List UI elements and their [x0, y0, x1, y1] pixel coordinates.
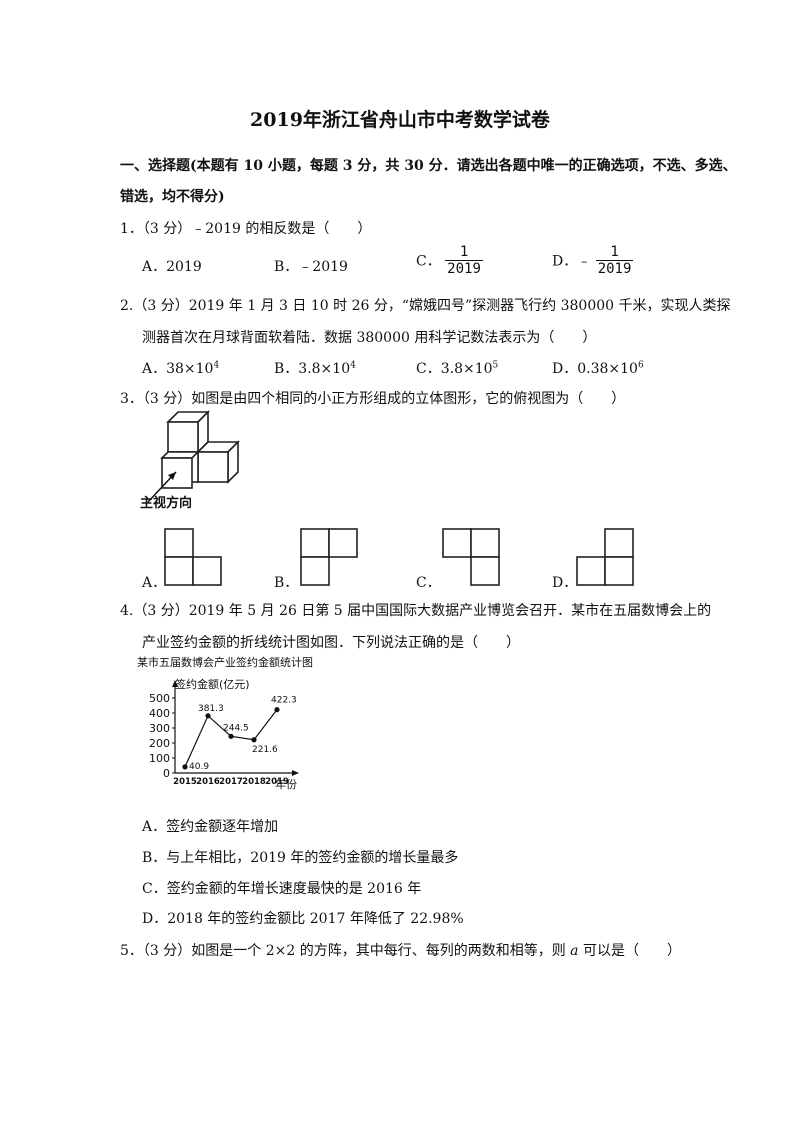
q3-option-d-label: D．: [552, 575, 578, 591]
data-label: 244.5: [223, 723, 249, 733]
q1-option-c: C． 1 2019: [416, 244, 483, 277]
q2-option-a: A．38×104: [142, 358, 219, 378]
option-text: B．3.8×10: [274, 361, 351, 377]
q3-option-d-figure: [576, 528, 634, 586]
page-title: 2019年浙江省舟山市中考数学试卷: [250, 109, 550, 131]
q3-option-c-figure: [442, 528, 500, 586]
q3-option-b-figure: [300, 528, 358, 586]
q1-option-c-label: C．: [416, 253, 441, 270]
q3-option-a-figure: [164, 528, 222, 586]
x-tick-label: 2015: [173, 777, 197, 787]
q2-option-d: D．0.38×106: [552, 358, 644, 378]
q1-option-d: D．﹣ 1 2019: [552, 244, 634, 277]
q1-option-d-label: D．﹣: [552, 253, 592, 270]
q3-view-direction-label: 主视方向: [140, 496, 193, 511]
q2-option-b: B．3.8×104: [274, 358, 356, 378]
data-label: 40.9: [189, 762, 209, 772]
data-point: [228, 733, 234, 739]
x-tick-label: 2019: [265, 777, 289, 787]
section-heading-line2: 错选，均不得分): [120, 189, 225, 205]
data-point: [251, 737, 257, 743]
q2-option-c: C．3.8×105: [416, 358, 498, 378]
data-label: 381.3: [198, 704, 224, 714]
x-tick-label: 2018: [242, 777, 266, 787]
chart-x-axis-label: 年份: [275, 777, 297, 791]
x-axis-arrow-icon: [292, 770, 299, 776]
q3-cube-figure: [147, 410, 240, 503]
data-point: [182, 764, 188, 770]
data-point: [274, 707, 280, 713]
option-text: C．3.8×10: [416, 361, 493, 377]
cube-right: [196, 440, 240, 484]
fraction-denominator: 2019: [445, 260, 483, 277]
q1-stem: 1．（3 分）﹣2019 的相反数是（ ）: [120, 221, 372, 237]
exponent: 6: [637, 360, 644, 371]
chart-y-axis-label: 签约金额(亿元): [175, 677, 250, 691]
q4-option-a: A．签约金额逐年增加: [142, 819, 279, 835]
y-tick-label: 300: [149, 722, 170, 735]
q4-option-d: D．2018 年的签约金额比 2017 年降低了 22.98%: [142, 911, 464, 927]
q3-stem: 3．（3 分）如图是由四个相同的小正方形组成的立体图形，它的俯视图为（ ）: [120, 391, 626, 407]
fraction-numerator: 1: [459, 244, 469, 260]
fraction-denominator: 2019: [595, 260, 634, 277]
fraction-numerator: 1: [610, 244, 619, 260]
q3-option-a-label: A．: [142, 575, 167, 591]
exponent: 4: [350, 360, 356, 371]
q5-variable: a: [570, 943, 579, 959]
cube-top: [166, 410, 210, 454]
x-tick-label: 2016: [196, 777, 220, 787]
q5-stem-text: 5．（3 分）如图是一个 2×2 的方阵，其中每行、每列的两数和相等，则: [120, 943, 571, 959]
y-tick-label: 0: [163, 767, 170, 780]
q4-stem-line1: 4.（3 分）2019 年 5 月 26 日第 5 届中国国际大数据产业博览会召…: [120, 603, 712, 619]
arrow-head-icon: [168, 472, 176, 480]
y-axis-arrow-icon: [172, 680, 178, 687]
q5-stem-text-end: 可以是（ ）: [578, 943, 681, 959]
exponent: 5: [492, 360, 499, 371]
q4-line-chart: 某市五届数博会产业签约金额统计图 签约金额(亿元) 年份 0 100 200 300 4…: [137, 655, 313, 791]
q2-stem-line1: 2.（3 分）2019 年 1 月 3 日 10 时 26 分，“嫦娥四号”探测…: [120, 298, 731, 314]
q3-option-b-label: B．: [274, 575, 299, 591]
chart-series: 40.9 381.3 244.5 221.6 422.3: [182, 696, 297, 772]
y-tick-label: 400: [149, 707, 170, 720]
q4-option-c: C．签约金额的年增长速度最快的是 2016 年: [142, 881, 422, 897]
chart-title: 某市五届数博会产业签约金额统计图: [137, 655, 313, 669]
option-text: A．38×10: [142, 361, 214, 377]
q5-stem: 5．（3 分）如图是一个 2×2 的方阵，其中每行、每列的两数和相等，则 a 可…: [120, 940, 681, 960]
x-tick-label: 2017: [219, 777, 243, 787]
q1-option-a: A．2019: [142, 259, 202, 275]
q4-option-b: B．与上年相比，2019 年的签约金额的增长量最多: [142, 850, 459, 866]
data-label: 422.3: [271, 696, 297, 706]
data-point: [205, 713, 211, 719]
q2-stem-line2: 测器首次在月球背面软着陆．数据 380000 用科学记数法表示为（ ）: [142, 330, 597, 346]
q4-stem-line2: 产业签约金额的折线统计图如图．下列说法正确的是（ ）: [142, 635, 520, 651]
y-tick-label: 200: [149, 737, 170, 750]
cube-front: [160, 451, 200, 489]
q1-option-d-fraction: 1 2019: [595, 244, 634, 277]
q1-option-b: B．﹣2019: [274, 259, 348, 275]
section-heading-line1: 一、选择题(本题有 10 小题，每题 3 分，共 30 分．请选出各题中唯一的正…: [120, 158, 737, 174]
y-tick-label: 500: [149, 692, 170, 705]
exponent: 4: [213, 360, 220, 371]
q1-option-c-fraction: 1 2019: [445, 244, 483, 277]
option-text: D．0.38×10: [552, 361, 638, 377]
data-label: 221.6: [252, 745, 278, 755]
y-tick-label: 100: [149, 752, 170, 765]
q3-option-c-label: C．: [416, 575, 441, 591]
